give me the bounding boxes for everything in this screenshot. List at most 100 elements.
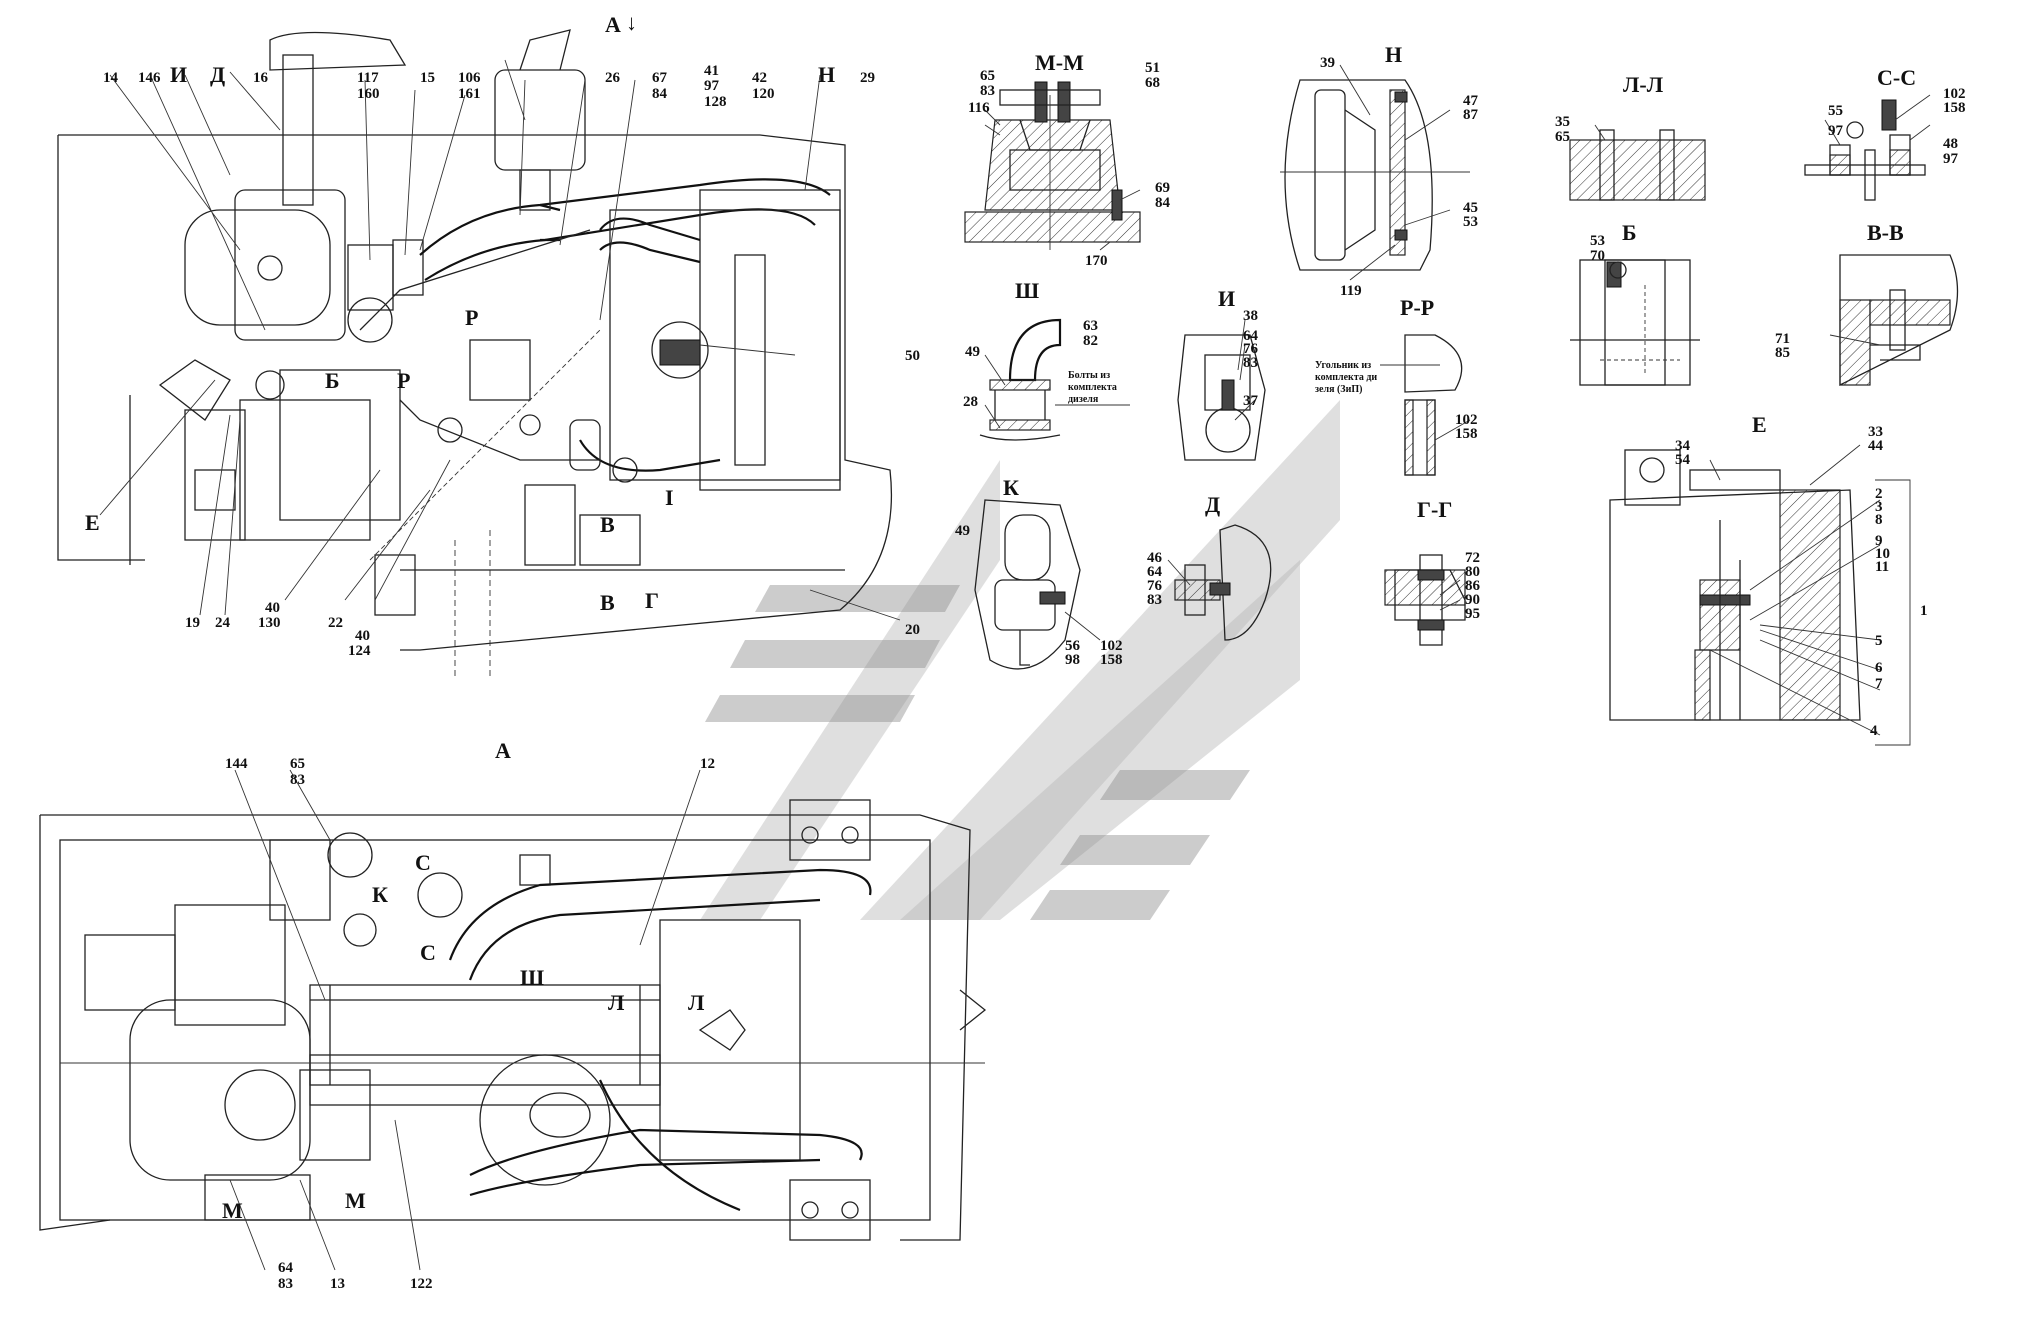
callout: 50 [905, 348, 920, 364]
callout: В [600, 590, 615, 615]
callout: 144 [225, 756, 248, 772]
section-sh-title: Ш [1015, 278, 1039, 303]
callout: 120 [752, 86, 775, 102]
section-i [1177, 319, 1266, 461]
callout: 158 [1455, 426, 1478, 442]
callout: 37 [1243, 393, 1259, 409]
callout: 64 [278, 1260, 294, 1276]
section-gg [1384, 554, 1466, 646]
callout: 106 [458, 70, 481, 86]
sh-note-line3: дизеля [1068, 394, 1099, 405]
callout: 80 [1465, 564, 1480, 580]
callout: 95 [1465, 606, 1480, 622]
callout: 49 [955, 523, 970, 539]
callout: 102 [1943, 86, 1966, 102]
callout: 34 [1675, 438, 1691, 454]
callout: 24 [215, 615, 231, 631]
callout: 55 [1828, 103, 1843, 119]
callout: 161 [458, 86, 481, 102]
section-vv-title: В-В [1867, 220, 1904, 245]
callout: 12 [700, 756, 715, 772]
callout: 20 [905, 622, 920, 638]
callout: В [600, 512, 615, 537]
callout: 158 [1100, 652, 1123, 668]
callout: 65 [1555, 129, 1570, 145]
callout: 68 [1145, 75, 1160, 91]
callout: М [222, 1198, 243, 1223]
callout: Е [85, 510, 100, 535]
section-e [1609, 444, 1911, 746]
section-n-title: Н [1385, 42, 1402, 67]
callout: 2 [1875, 486, 1883, 502]
callout: Г [645, 588, 659, 613]
callout: 6 [1875, 660, 1883, 676]
callout: 14 [103, 70, 119, 86]
callout: 160 [357, 86, 380, 102]
callout: 83 [278, 1276, 293, 1292]
pp-note-line3: зеля (ЗиП) [1315, 384, 1362, 395]
section-ll [1569, 124, 1706, 201]
callout: 158 [1943, 100, 1966, 116]
callout: 83 [290, 772, 305, 788]
callout: 83 [1243, 355, 1258, 371]
callout: М [345, 1188, 366, 1213]
callout: 63 [1083, 318, 1098, 334]
section-pp [1380, 334, 1471, 476]
pp-note-line1: Угольник из [1315, 360, 1371, 371]
callout: С [415, 850, 431, 875]
callout: С [420, 940, 436, 965]
callout: 71 [1775, 331, 1790, 347]
callout: 117 [357, 70, 379, 86]
section-e-title: Е [1752, 412, 1767, 437]
callout: Р [465, 305, 478, 330]
callout: 49 [965, 344, 980, 360]
callout: 97 [704, 78, 720, 94]
pp-note-line2: комплекта ди [1315, 372, 1377, 383]
callout: 65 [980, 68, 995, 84]
callout: 76 [1243, 341, 1259, 357]
svg-text:↓: ↓ [626, 10, 637, 35]
callout: 44 [1868, 438, 1884, 454]
callout: 85 [1775, 345, 1790, 361]
section-b-title: Б [1622, 220, 1637, 245]
section-d-title: Д [1205, 492, 1220, 517]
callout: 35 [1555, 114, 1570, 130]
callout: 39 [1320, 55, 1335, 71]
callout: 76 [1147, 578, 1163, 594]
section-gg-title: Г-Г [1417, 497, 1452, 522]
callout: 13 [330, 1276, 345, 1292]
callout: 54 [1675, 452, 1691, 468]
callout: 128 [704, 94, 727, 110]
callout: Д [210, 62, 225, 87]
callout: 119 [1340, 283, 1362, 299]
callout: 84 [652, 86, 668, 102]
callout: 9 [1875, 533, 1883, 549]
callout: 15 [420, 70, 435, 86]
callout: 42 [752, 70, 767, 86]
callout: 29 [860, 70, 875, 86]
callout: 53 [1463, 214, 1478, 230]
labels: A ↓ A М-М Ш И Н Р-Р Л-Л С-С Б В-В Е К Д … [85, 10, 1966, 1292]
callout: 41 [704, 63, 719, 79]
section-n [1280, 64, 1470, 281]
callout: 69 [1155, 180, 1170, 196]
callout: 170 [1085, 253, 1108, 269]
callout: 83 [980, 83, 995, 99]
callout: 8 [1875, 512, 1883, 528]
main-view-title: A [605, 12, 621, 37]
callout: 102 [1100, 638, 1123, 654]
callout: 26 [605, 70, 621, 86]
callout: 84 [1155, 195, 1171, 211]
callout: 146 [138, 70, 161, 86]
section-ll-title: Л-Л [1623, 72, 1664, 97]
callout: 122 [410, 1276, 433, 1292]
callout: 72 [1465, 550, 1480, 566]
callout: 97 [1828, 123, 1844, 139]
callout: I [665, 485, 674, 510]
callout: 11 [1875, 559, 1889, 575]
callout: 7 [1875, 676, 1883, 692]
section-i-title: И [1218, 286, 1235, 311]
callout: 47 [1463, 93, 1479, 109]
section-d [1167, 524, 1272, 641]
